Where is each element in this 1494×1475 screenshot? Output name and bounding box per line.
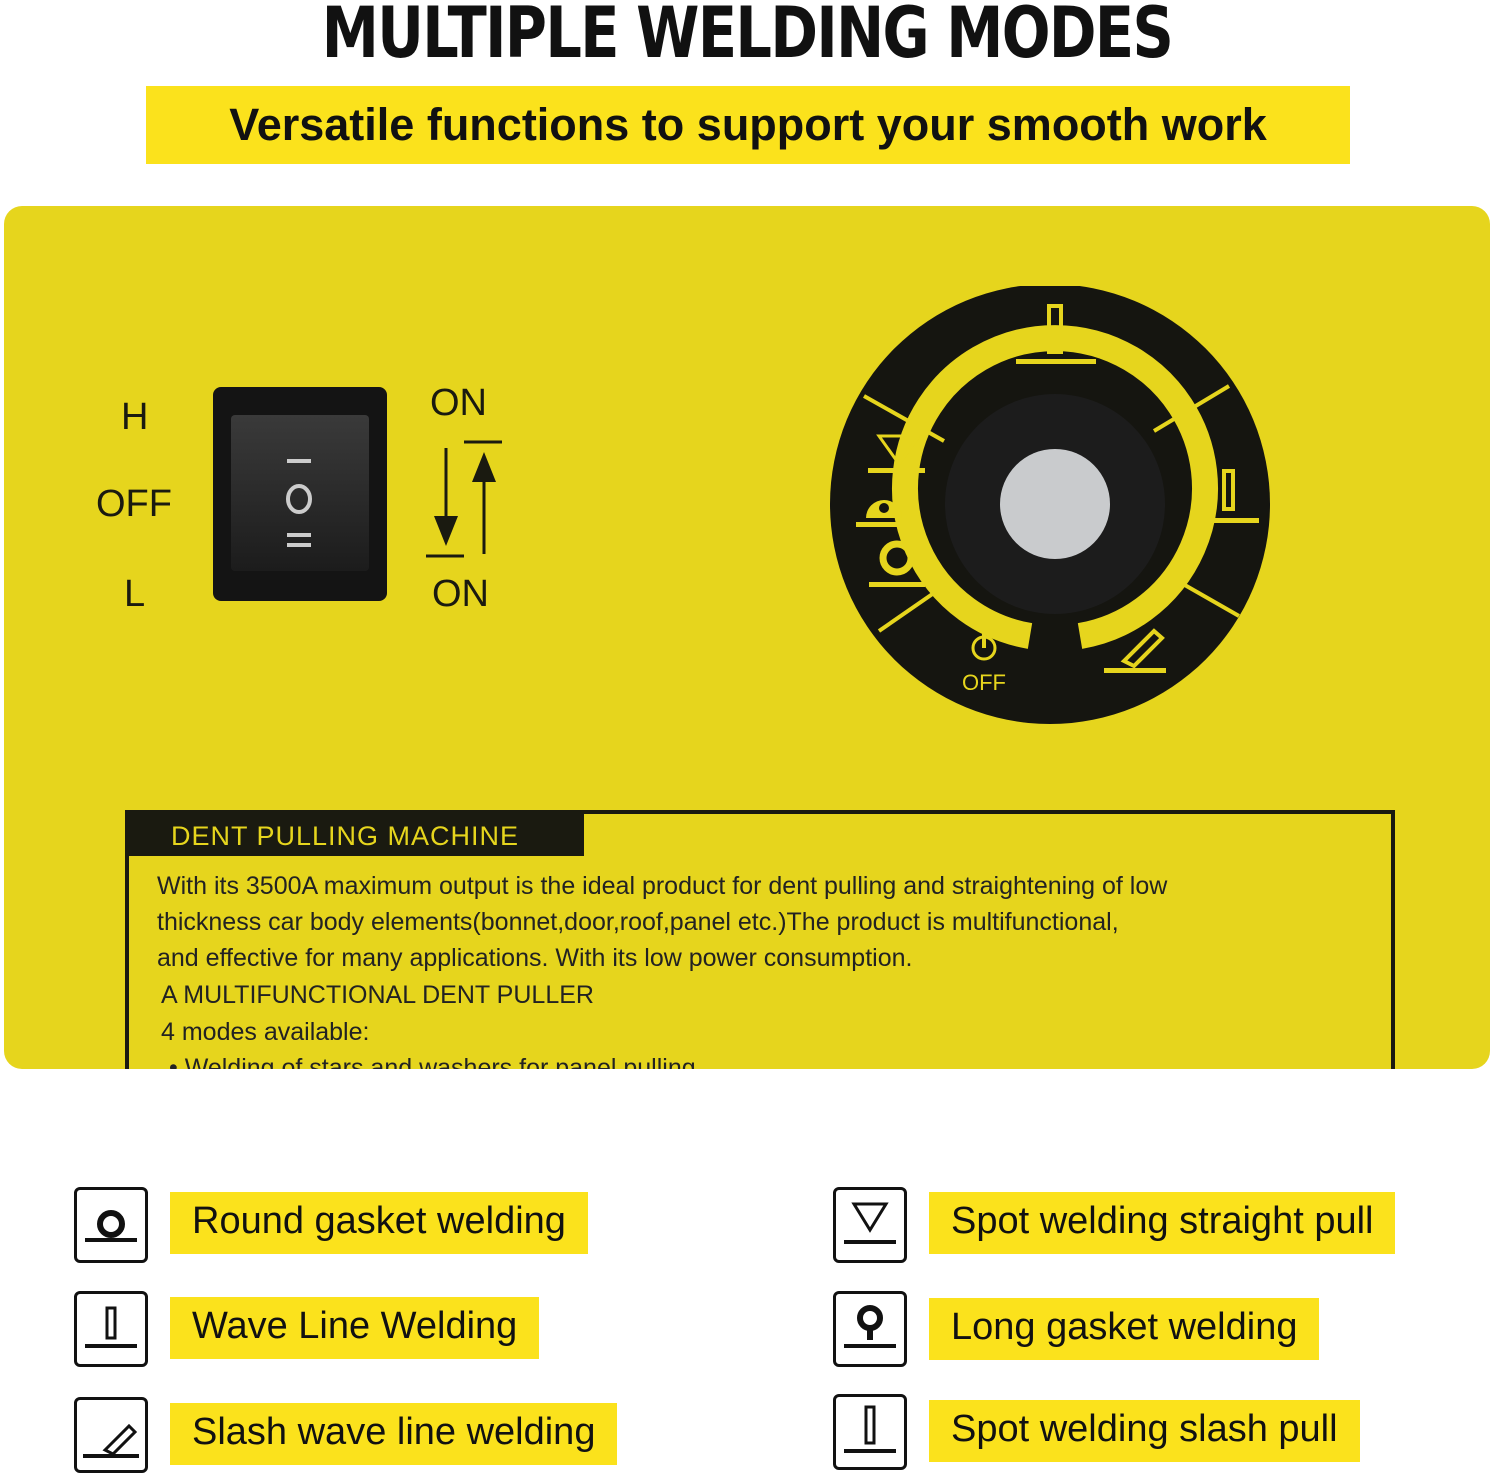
info-line: • Welding of stars and washers for panel… xyxy=(169,1054,696,1069)
info-line: With its 3500A maximum output is the ide… xyxy=(157,872,1168,900)
rocker-switch[interactable] xyxy=(213,387,387,601)
info-line: 4 modes available: xyxy=(161,1018,370,1046)
mode-label: Long gasket welding xyxy=(929,1298,1320,1360)
switch-label-l: L xyxy=(124,573,146,615)
knob-cap xyxy=(1000,449,1110,559)
mode-label: Spot welding slash pull xyxy=(929,1400,1360,1462)
mode-dial[interactable]: OFF xyxy=(824,286,1284,726)
page-title: MULTIPLE WELDING MODES xyxy=(321,0,1174,74)
subtitle-banner: Versatile functions to support your smoo… xyxy=(146,86,1350,164)
mode-label: Round gasket welding xyxy=(170,1192,588,1254)
switch-on-top: ON xyxy=(430,382,487,424)
dial-off-label: OFF xyxy=(962,670,1006,695)
rocker-symbols-icon xyxy=(286,459,312,547)
switch-on-bottom: ON xyxy=(432,573,489,615)
machine-panel: H OFF L ON ON xyxy=(4,206,1490,1069)
spot-slash-pull-icon xyxy=(833,1394,907,1470)
wave-line-icon xyxy=(74,1291,148,1367)
switch-label-h: H xyxy=(121,396,149,438)
info-line: thickness car body elements(bonnet,door,… xyxy=(157,908,1119,936)
mode-label: Spot welding straight pull xyxy=(929,1192,1396,1254)
info-line: A MULTIFUNCTIONAL DENT PULLER xyxy=(161,981,594,1009)
round-gasket-icon xyxy=(74,1187,148,1263)
mode-label: Wave Line Welding xyxy=(170,1297,540,1359)
spot-straight-pull-icon xyxy=(833,1187,907,1263)
switch-label-off: OFF xyxy=(96,483,172,525)
dial-mode-icons xyxy=(856,304,1259,673)
switch-arrows-icon xyxy=(426,440,502,558)
info-label: DENT PULLING MACHINE With its 3500A maxi… xyxy=(125,810,1395,1069)
long-gasket-icon xyxy=(833,1291,907,1367)
rocker[interactable] xyxy=(231,415,369,571)
mode-label: Slash wave line welding xyxy=(170,1403,618,1465)
info-heading: DENT PULLING MACHINE xyxy=(129,814,584,856)
info-line: and effective for many applications. Wit… xyxy=(157,944,913,972)
slash-wave-line-icon xyxy=(74,1397,148,1473)
